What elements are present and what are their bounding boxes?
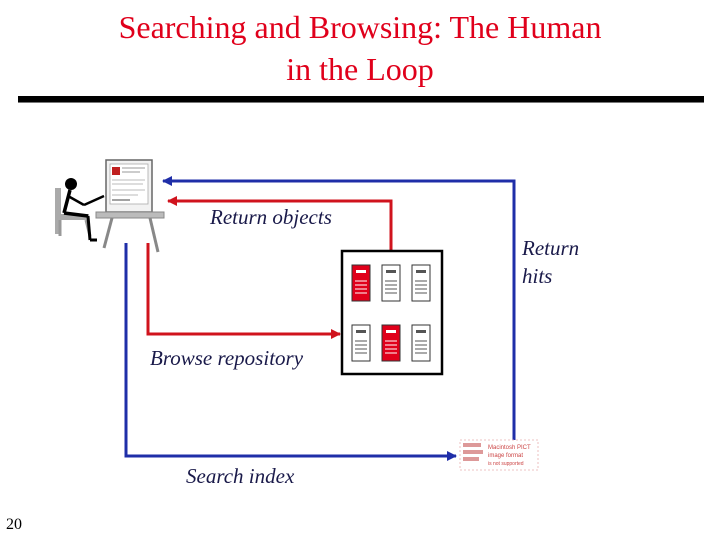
search-index-arrow <box>124 243 457 461</box>
placeholder-line-1: Macintosh PICT <box>488 445 531 451</box>
slide-title: Searching and Browsing: The Human in the… <box>30 6 690 90</box>
document-icon <box>381 264 401 302</box>
document-icon <box>351 264 371 302</box>
search-index-label: Search index <box>186 464 295 488</box>
title-line-2: in the Loop <box>286 51 434 87</box>
return-hits-arrow <box>162 176 516 452</box>
placeholder-image-icon: Macintosh PICT image format is not suppo… <box>459 439 539 471</box>
placeholder-line-2: image format <box>488 453 523 459</box>
browse-repository-label: Browse repository <box>150 346 304 370</box>
document-icon <box>351 324 371 362</box>
title-line-1: Searching and Browsing: The Human <box>118 9 602 45</box>
return-objects-arrow <box>167 196 393 251</box>
document-icon <box>411 324 431 362</box>
placeholder-line-3: is not supported <box>488 461 524 467</box>
user-at-computer-icon <box>55 159 165 253</box>
return-hits-label-line-2: hits <box>522 264 553 288</box>
title-rule-shadow <box>18 102 704 103</box>
title-rule <box>18 96 704 102</box>
document-icon <box>381 324 401 362</box>
document-icon <box>411 264 431 302</box>
return-hits-label-line-1: Return <box>522 236 580 260</box>
browse-repository-arrow <box>146 243 341 339</box>
page-number: 20 <box>6 516 22 533</box>
return-objects-label: Return objects <box>210 205 332 229</box>
